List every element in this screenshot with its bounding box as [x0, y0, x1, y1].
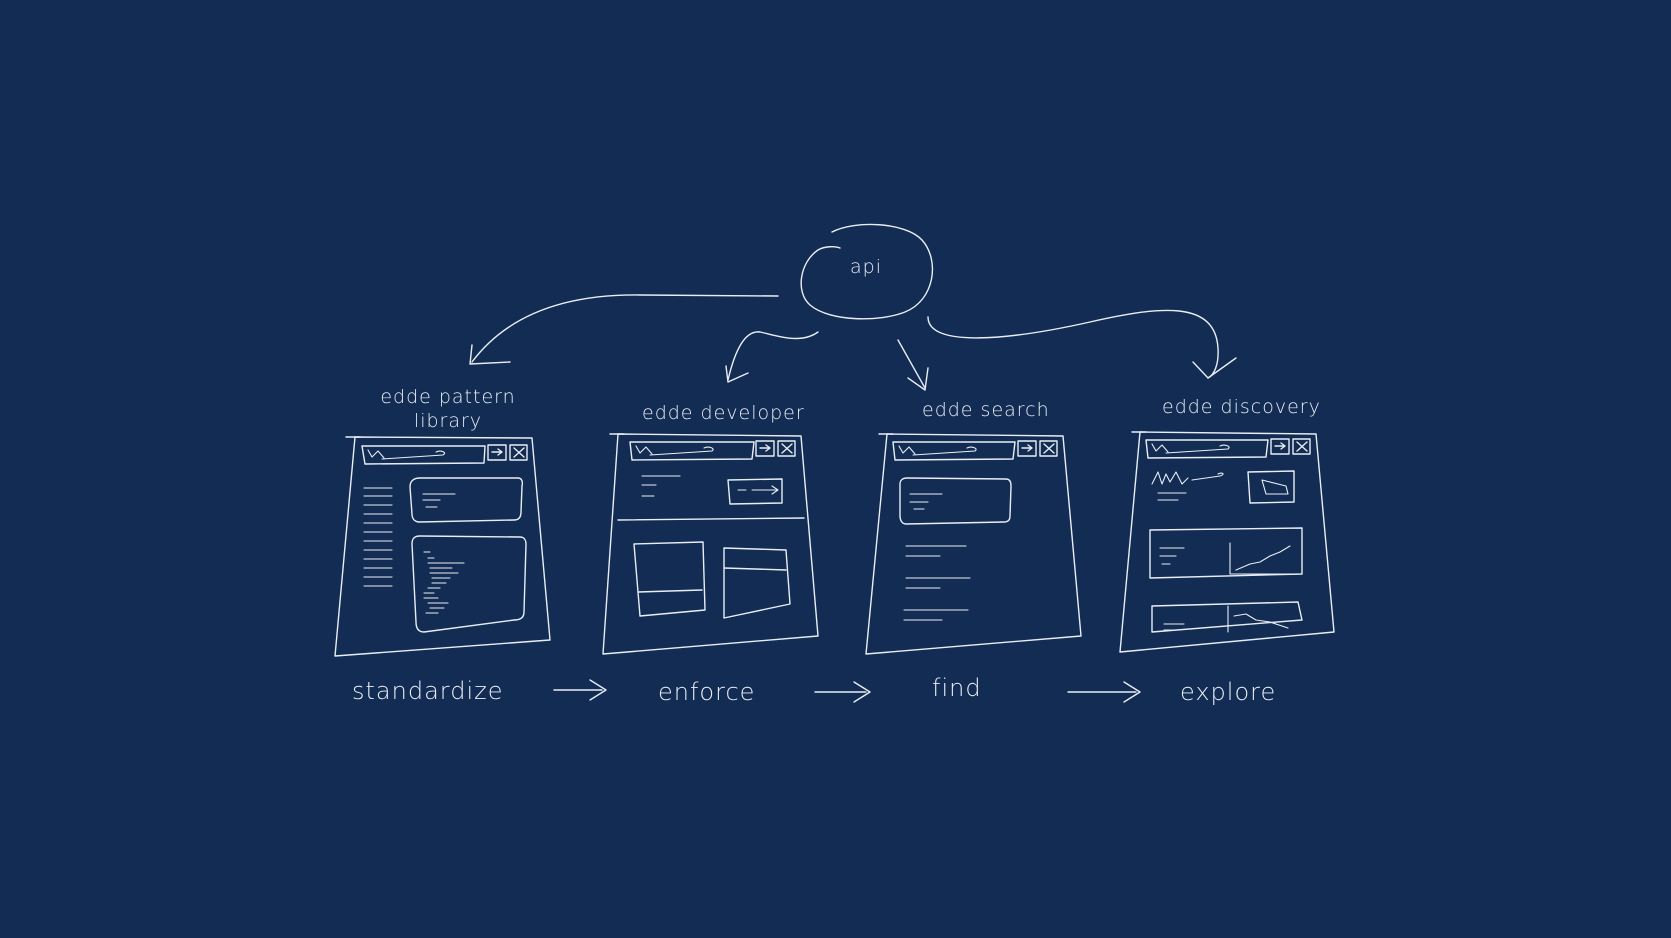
window-developer	[602, 433, 819, 655]
pattern-library-title: edde pattern library	[380, 386, 516, 432]
step-standardize: standardize	[352, 677, 504, 705]
step-explore: explore	[1180, 678, 1277, 706]
arrow-to-developer	[727, 331, 819, 381]
arrow-to-discovery	[927, 309, 1219, 379]
arrow-to-pattern-library	[471, 294, 779, 363]
arrow-to-search	[897, 339, 926, 389]
developer-title: edde developer	[642, 402, 805, 424]
window-discovery	[1119, 431, 1335, 653]
window-pattern-library	[334, 436, 551, 657]
api-cloud	[800, 223, 934, 320]
flow-arrow-3	[1067, 681, 1141, 703]
search-title: edde search	[922, 399, 1050, 421]
step-find: find	[932, 674, 982, 702]
step-enforce: enforce	[658, 678, 756, 706]
flow-arrow-1	[553, 679, 607, 701]
api-label: api	[850, 256, 882, 278]
discovery-title: edde discovery	[1162, 396, 1321, 418]
flow-arrow-2	[814, 681, 871, 703]
window-search	[865, 433, 1082, 655]
